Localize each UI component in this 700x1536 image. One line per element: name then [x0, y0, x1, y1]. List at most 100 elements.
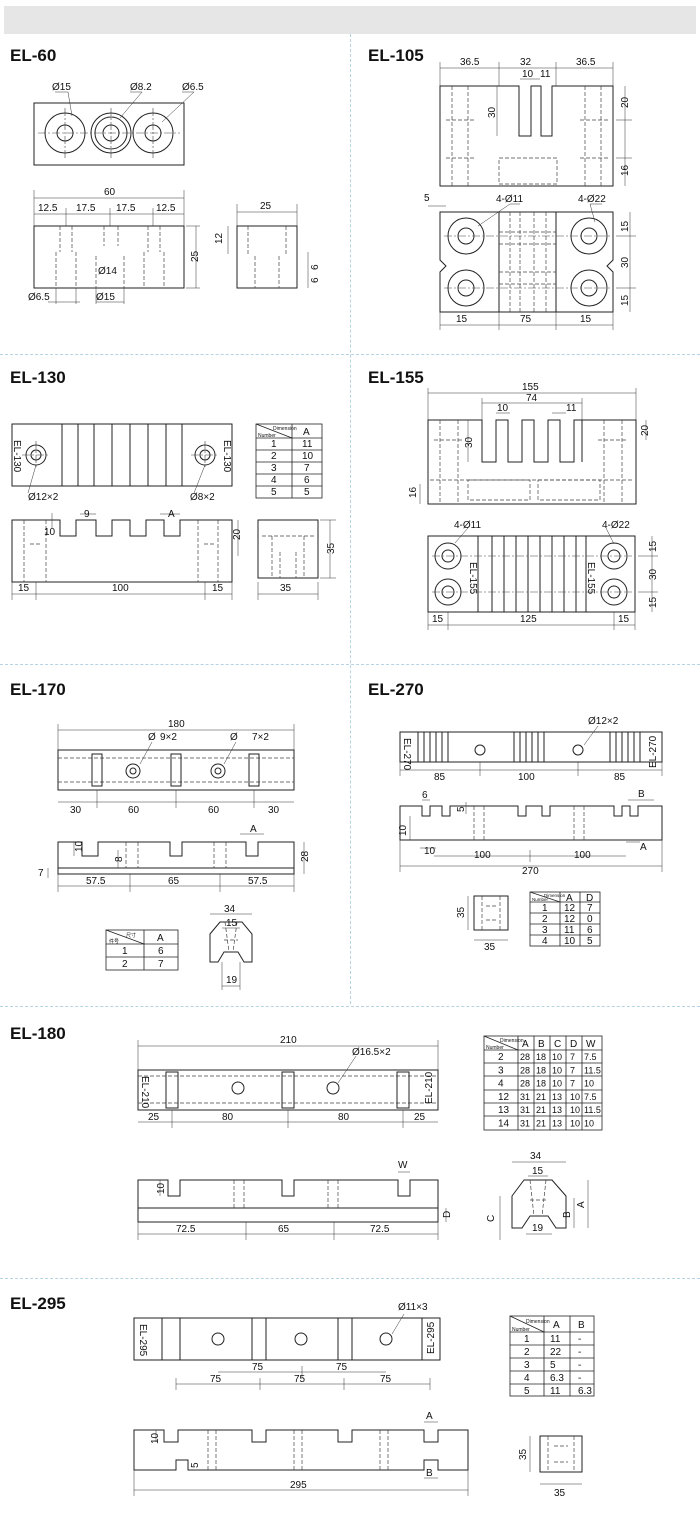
- el130-table: Dimension Number A 1 11 2 10 3 7 4 6 5 5: [255, 423, 323, 499]
- el105-label: 15: [620, 220, 631, 232]
- el170-table: 尺寸 件号 A 1 6 2 7: [105, 929, 179, 971]
- el180-table-cell: 7.5: [584, 1092, 597, 1102]
- el295-table-cell: 4: [524, 1373, 530, 1384]
- el180-table-header: C: [554, 1039, 561, 1050]
- el295-label: 75: [210, 1374, 222, 1385]
- el105-label: 32: [520, 57, 532, 68]
- el270-label: 85: [614, 772, 626, 783]
- el180-table-cell: 18: [536, 1065, 546, 1075]
- el130-table-cell: 2: [271, 451, 277, 462]
- el180-table-cell: 11.5: [584, 1065, 601, 1075]
- el60-label: 12.5: [156, 203, 176, 214]
- el155-label: 4-Ø22: [602, 520, 630, 531]
- el295-label: Ø11×3: [398, 1302, 428, 1313]
- section-title-el130: EL-130: [10, 368, 66, 387]
- el270-table-cell: 4: [542, 936, 548, 947]
- el180-table-cell: 18: [536, 1052, 546, 1062]
- el270-label: 35: [484, 942, 496, 953]
- el60-label: 6: [310, 264, 321, 270]
- el155-label: 15: [648, 540, 659, 552]
- section-title-el155: EL-155: [368, 368, 424, 387]
- el295-label: 5: [190, 1462, 201, 1468]
- el180-side-mark: EL-210: [424, 1071, 435, 1104]
- el270-label: B: [638, 789, 645, 800]
- el295-table-corner: Dimension: [526, 1319, 550, 1325]
- el130-label: Ø8×2: [190, 492, 215, 503]
- el155-side-mark: EL-155: [467, 562, 478, 595]
- el295-table-corner: Number: [512, 1327, 530, 1333]
- el170-drawing: [47, 724, 305, 990]
- el180-label: B: [562, 1211, 573, 1218]
- el180-label: 10: [156, 1182, 167, 1194]
- el60-label: 25: [260, 201, 272, 212]
- el295-table-cell: 2: [524, 1347, 530, 1358]
- el170-label: 57.5: [86, 876, 106, 887]
- el295-side-mark: EL-295: [137, 1324, 148, 1357]
- el105-labels: 36.5 32 36.5 10 11 20 30 16 5 4-Ø11 4-Ø2…: [424, 57, 631, 325]
- el180-table-corner: Dimension: [500, 1038, 524, 1044]
- el130-table-corner: Dimension: [273, 426, 297, 432]
- el155-label: 125: [520, 614, 537, 625]
- row-divider: [0, 1278, 700, 1279]
- el155-label: 4-Ø11: [454, 520, 481, 531]
- el180-label: C: [486, 1215, 497, 1222]
- section-title-el295: EL-295: [10, 1294, 66, 1313]
- el105-label: 5: [424, 193, 430, 204]
- el295-label: 75: [252, 1362, 264, 1373]
- el270-label: Ø12×2: [588, 716, 619, 727]
- el130-table-cell: 5: [271, 487, 277, 498]
- el180-table-header: W: [586, 1039, 596, 1050]
- el180-table-cell: 10: [552, 1052, 562, 1062]
- el170-table-cell: 1: [122, 946, 128, 957]
- el130-side-mark: EL-130: [11, 440, 22, 473]
- el130-label: Ø12×2: [28, 492, 59, 503]
- el180-table-cell: 21: [536, 1105, 546, 1115]
- el295-table-cell: 22: [550, 1347, 562, 1358]
- el270-table-header: D: [586, 893, 593, 904]
- el180-table-cell: 14: [498, 1119, 510, 1130]
- el180-table-header: B: [538, 1039, 545, 1050]
- el170-label: 60: [128, 805, 140, 816]
- el295-label: A: [426, 1411, 433, 1422]
- header-bar: [4, 6, 696, 34]
- el295-side-mark: EL-295: [426, 1321, 437, 1354]
- el295-table-header: B: [578, 1320, 585, 1331]
- el60-label: Ø6.5: [28, 292, 50, 303]
- el60-label: 6: [310, 277, 321, 283]
- el270-side-mark: EL-270: [648, 735, 659, 768]
- el130-label: 10: [44, 527, 56, 538]
- el130-table-header: A: [303, 427, 310, 438]
- el105-label: 4-Ø22: [578, 194, 606, 205]
- el295-label: 10: [150, 1432, 161, 1444]
- el180-label: 25: [414, 1112, 426, 1123]
- el60-label: 12: [214, 232, 225, 244]
- row-divider: [0, 664, 700, 665]
- el155-label: 155: [522, 382, 539, 393]
- el130-table-cell: 6: [304, 475, 310, 486]
- section-title-el270: EL-270: [368, 680, 424, 699]
- el295-table-cell: 5: [550, 1360, 556, 1371]
- el130-drawing: [11, 423, 336, 600]
- el180-table-cell: 7: [570, 1079, 575, 1089]
- el170-label: 60: [208, 805, 220, 816]
- el180-table-cell: 7: [570, 1065, 575, 1075]
- el60-label: Ø14: [98, 266, 117, 277]
- el270-label: 5: [456, 806, 467, 812]
- el170-table-cell: 6: [158, 946, 164, 957]
- el270-table-cell: 1: [542, 903, 548, 914]
- el180-label: 210: [280, 1035, 297, 1046]
- el170-label: 10: [74, 840, 85, 852]
- el170-label: 34: [224, 904, 236, 915]
- el155-label: 16: [408, 486, 419, 498]
- el170-label: Ø: [230, 732, 238, 743]
- el270-table-cell: 3: [542, 925, 548, 936]
- el295-table-cell: -: [578, 1347, 581, 1358]
- el155-label: 15: [432, 614, 444, 625]
- el180-table-cell: 13: [552, 1105, 562, 1115]
- el295-table-cell: 5: [524, 1386, 530, 1397]
- el105-label: 30: [620, 256, 631, 268]
- el130-table-cell: 5: [304, 487, 310, 498]
